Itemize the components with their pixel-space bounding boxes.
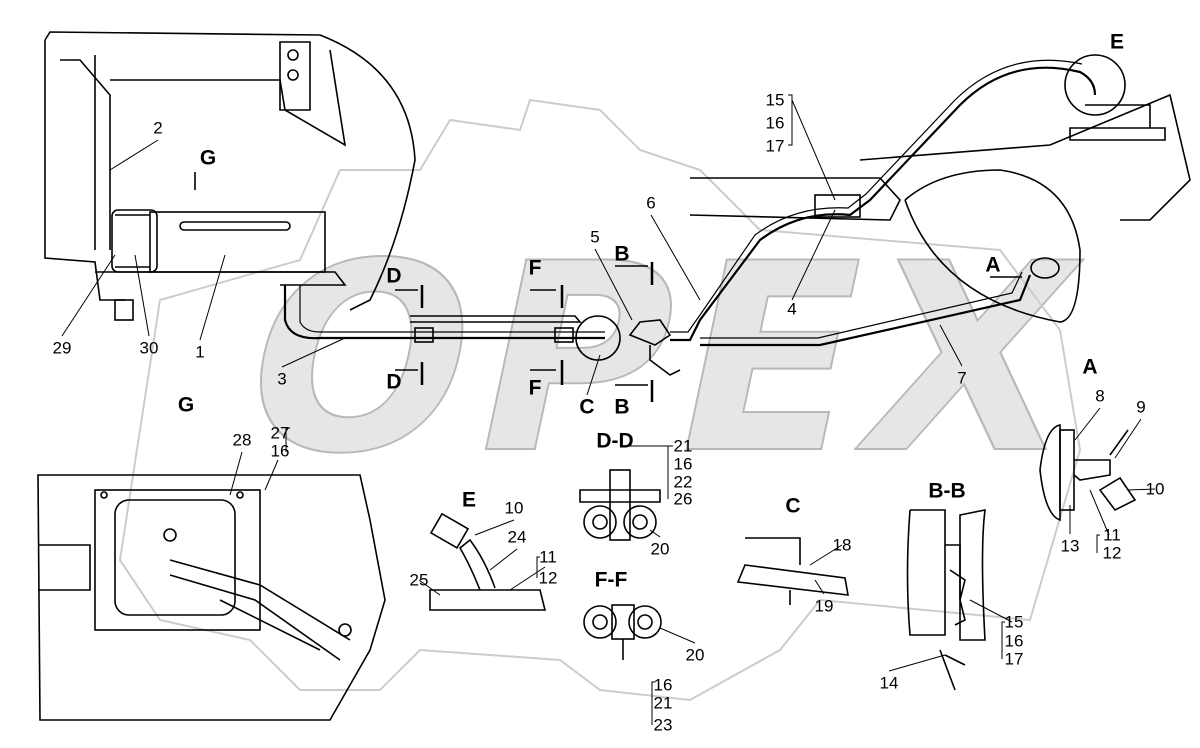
part-label: 21 [653, 693, 673, 713]
section-mark-d: D [386, 264, 402, 288]
part-label: 8 [1095, 386, 1105, 406]
pipe-6 [670, 66, 1097, 342]
part-label: 1 [195, 342, 205, 362]
view-g [37, 474, 386, 721]
part-label: 19 [814, 596, 834, 616]
view-label-e: E [1109, 30, 1125, 54]
part-label: 4 [787, 299, 797, 319]
part-label: 10 [504, 498, 524, 518]
part-label: 2 [153, 118, 163, 138]
part-label: 27 [270, 423, 290, 443]
part-label: 16 [765, 113, 785, 133]
section-mark-f: F [528, 256, 542, 280]
part-label: 11 [539, 547, 557, 567]
part-label: 28 [232, 430, 252, 450]
section-title-d-d: D-D [596, 429, 634, 453]
part-label: 16 [653, 675, 673, 695]
pipe-7 [700, 274, 1032, 347]
gear-watermark [118, 98, 1082, 702]
part-label: 11 [1103, 525, 1121, 545]
section-title-f-f: F-F [594, 568, 628, 592]
view-title-a: A [1082, 355, 1098, 379]
part-label: 24 [507, 527, 527, 547]
part-label: 16 [270, 441, 290, 461]
part-label: 17 [1004, 649, 1024, 669]
part-label: 18 [832, 535, 852, 555]
part-label: 29 [52, 338, 72, 358]
heater-unit [149, 211, 326, 273]
part-label: 20 [685, 645, 705, 665]
part-label: 23 [653, 715, 673, 735]
section-mark-d: D [386, 370, 402, 394]
section-mark-b: B [614, 242, 630, 266]
part-label: 3 [277, 369, 287, 389]
view-arrow-a: A [985, 253, 1001, 277]
part-label: 14 [879, 673, 899, 693]
detail-e-circle [1064, 54, 1126, 116]
section-mark-b: B [614, 395, 630, 419]
part-label: 17 [765, 136, 785, 156]
part-label: 15 [1004, 612, 1024, 632]
part-label: 26 [673, 489, 693, 509]
view-title-e: E [461, 488, 477, 512]
part-label: 20 [650, 539, 670, 559]
part-label: 7 [957, 368, 967, 388]
view-arrow-g: G [199, 146, 217, 170]
section-mark-f: F [528, 376, 542, 400]
part-label: 15 [765, 90, 785, 110]
valve [628, 319, 672, 346]
part-label: 30 [139, 338, 159, 358]
part-label: 10 [1145, 479, 1165, 499]
part-label: 16 [1004, 631, 1024, 651]
part-label: 9 [1136, 397, 1146, 417]
part-label: 12 [1102, 543, 1122, 563]
part-label: 6 [646, 193, 656, 213]
part-label: 13 [1060, 536, 1080, 556]
pipe-3 [283, 285, 605, 340]
detail-mark-c: C [579, 395, 595, 419]
section-title-b-b: B-B [928, 479, 966, 503]
part-label: 5 [590, 227, 600, 247]
part-label: 22 [673, 472, 693, 492]
part-label: 12 [538, 568, 558, 588]
part-label: 25 [409, 570, 429, 590]
part-label: 16 [673, 454, 693, 474]
view-title-g: G [177, 393, 195, 417]
cab-body [44, 31, 416, 311]
part-label: 21 [673, 436, 693, 456]
detail-title-c: C [785, 494, 801, 518]
